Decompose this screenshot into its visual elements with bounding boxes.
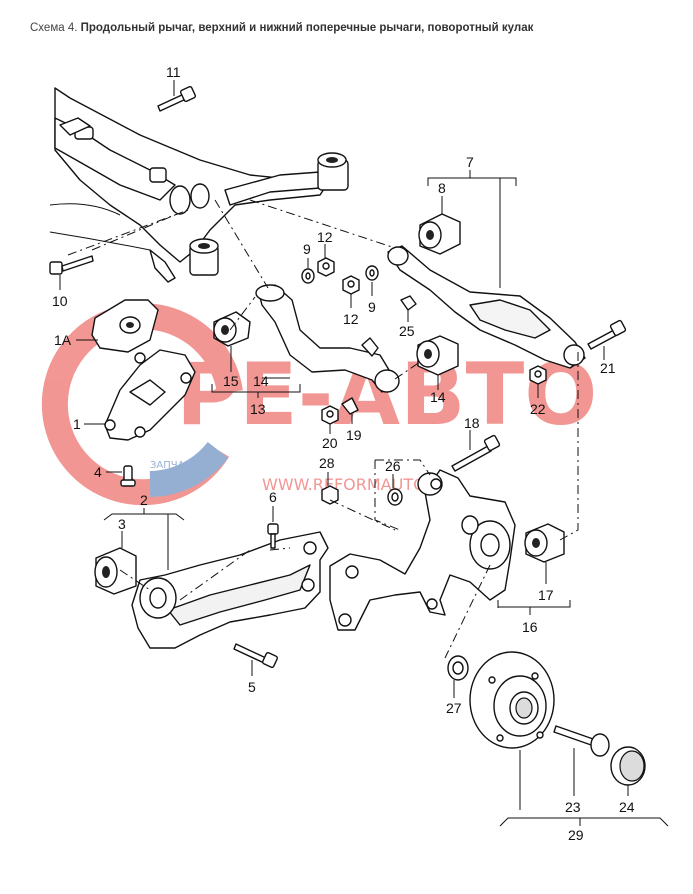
- nut-22: [529, 365, 547, 398]
- label-11: 11: [166, 64, 181, 80]
- bolt-6: [267, 506, 279, 549]
- label-13: 13: [250, 401, 266, 417]
- washer-26: [387, 474, 403, 506]
- label-10: 10: [52, 293, 68, 309]
- label-6: 6: [269, 489, 277, 505]
- label-12-lower: 12: [343, 311, 359, 327]
- label-2: 2: [140, 492, 148, 508]
- label-1: 1: [73, 416, 81, 432]
- part-labels: 1 1A 2 3 4 5 6 7 8 9 9 10 11 12 12 13 14…: [52, 64, 635, 843]
- wheel-bearing-housing: [329, 469, 516, 631]
- mount-1a: [76, 299, 159, 353]
- bushing-14: [416, 335, 459, 390]
- label-25: 25: [399, 323, 415, 339]
- watermark: РЕ-АВТО ЗАПЧАСТИ WWW.REFORMAUTO.RU: [41, 303, 597, 506]
- label-5: 5: [248, 679, 256, 695]
- nut-12-upper: [317, 244, 335, 277]
- bolt-11: [157, 80, 197, 112]
- label-3: 3: [118, 516, 126, 532]
- label-23: 23: [565, 799, 581, 815]
- upper-wishbone: [255, 284, 400, 393]
- nut-12-lower: [342, 275, 360, 308]
- label-15: 15: [223, 373, 239, 389]
- bushing-8: [418, 196, 461, 255]
- hub-bolt-23: [553, 725, 610, 796]
- caption-prefix: Схема 4.: [30, 22, 78, 34]
- label-8: 8: [438, 180, 446, 196]
- watermark-ring-blue: [149, 441, 229, 497]
- label-9-lower: 9: [368, 299, 376, 315]
- bolt-18: [451, 430, 501, 472]
- watermark-url: WWW.REFORMAUTO.RU: [262, 475, 453, 494]
- lower-wishbone: [387, 245, 586, 369]
- bracket-1: [84, 349, 196, 441]
- bushing-15: [213, 311, 251, 372]
- label-7: 7: [466, 154, 474, 170]
- bolt-21: [587, 319, 627, 360]
- trailing-arm: [131, 531, 329, 649]
- label-27: 27: [446, 700, 462, 716]
- bracket-2-lead: [103, 513, 185, 521]
- label-16: 16: [522, 619, 538, 635]
- subframe-mount-bushing: [317, 152, 349, 191]
- subframe-rear-bushing: [189, 238, 219, 276]
- washer-9-lower: [365, 265, 379, 296]
- label-9-upper: 9: [303, 241, 311, 257]
- wheel-hub: [469, 651, 555, 810]
- seal-27: [447, 655, 469, 698]
- bushing-17: [524, 523, 565, 584]
- label-19: 19: [346, 427, 362, 443]
- watermark-subtitle: ЗАПЧАСТИ: [150, 460, 205, 471]
- label-29: 29: [568, 827, 584, 843]
- nut-20: [321, 405, 339, 434]
- bracket-29-lead: [499, 817, 669, 827]
- bracket-7-lead: [427, 177, 517, 186]
- label-17: 17: [538, 587, 554, 603]
- bushing-3: [94, 531, 137, 595]
- label-26: 26: [385, 458, 401, 474]
- hub-cap-24: [610, 746, 646, 796]
- label-14-right: 14: [430, 389, 446, 405]
- label-4: 4: [94, 464, 102, 480]
- subframe: [49, 87, 349, 283]
- clip-19: [341, 397, 359, 424]
- label-18: 18: [464, 415, 480, 431]
- nut-28: [321, 472, 339, 505]
- label-24: 24: [619, 799, 635, 815]
- label-22: 22: [530, 401, 546, 417]
- screw-4: [106, 465, 136, 487]
- caption-title: Продольный рычаг, верхний и нижний попер…: [80, 22, 534, 34]
- bolt-10: [49, 255, 94, 290]
- label-14-left: 14: [253, 373, 269, 389]
- bracket-16-lead: [497, 600, 571, 608]
- washer-9-upper: [301, 258, 315, 284]
- label-1a: 1A: [54, 332, 72, 348]
- bracket-13-lead: [211, 384, 301, 393]
- assembly-lines: [67, 199, 579, 659]
- label-21: 21: [600, 360, 616, 376]
- watermark-brand: РЕ-АВТО: [176, 345, 597, 445]
- plug-25: [400, 295, 417, 322]
- label-20: 20: [322, 435, 338, 451]
- label-12-upper: 12: [317, 229, 333, 245]
- label-28: 28: [319, 455, 335, 471]
- diagram-caption: Схема 4. Продольный рычаг, верхний и ниж…: [30, 22, 533, 34]
- bolt-5: [233, 643, 279, 676]
